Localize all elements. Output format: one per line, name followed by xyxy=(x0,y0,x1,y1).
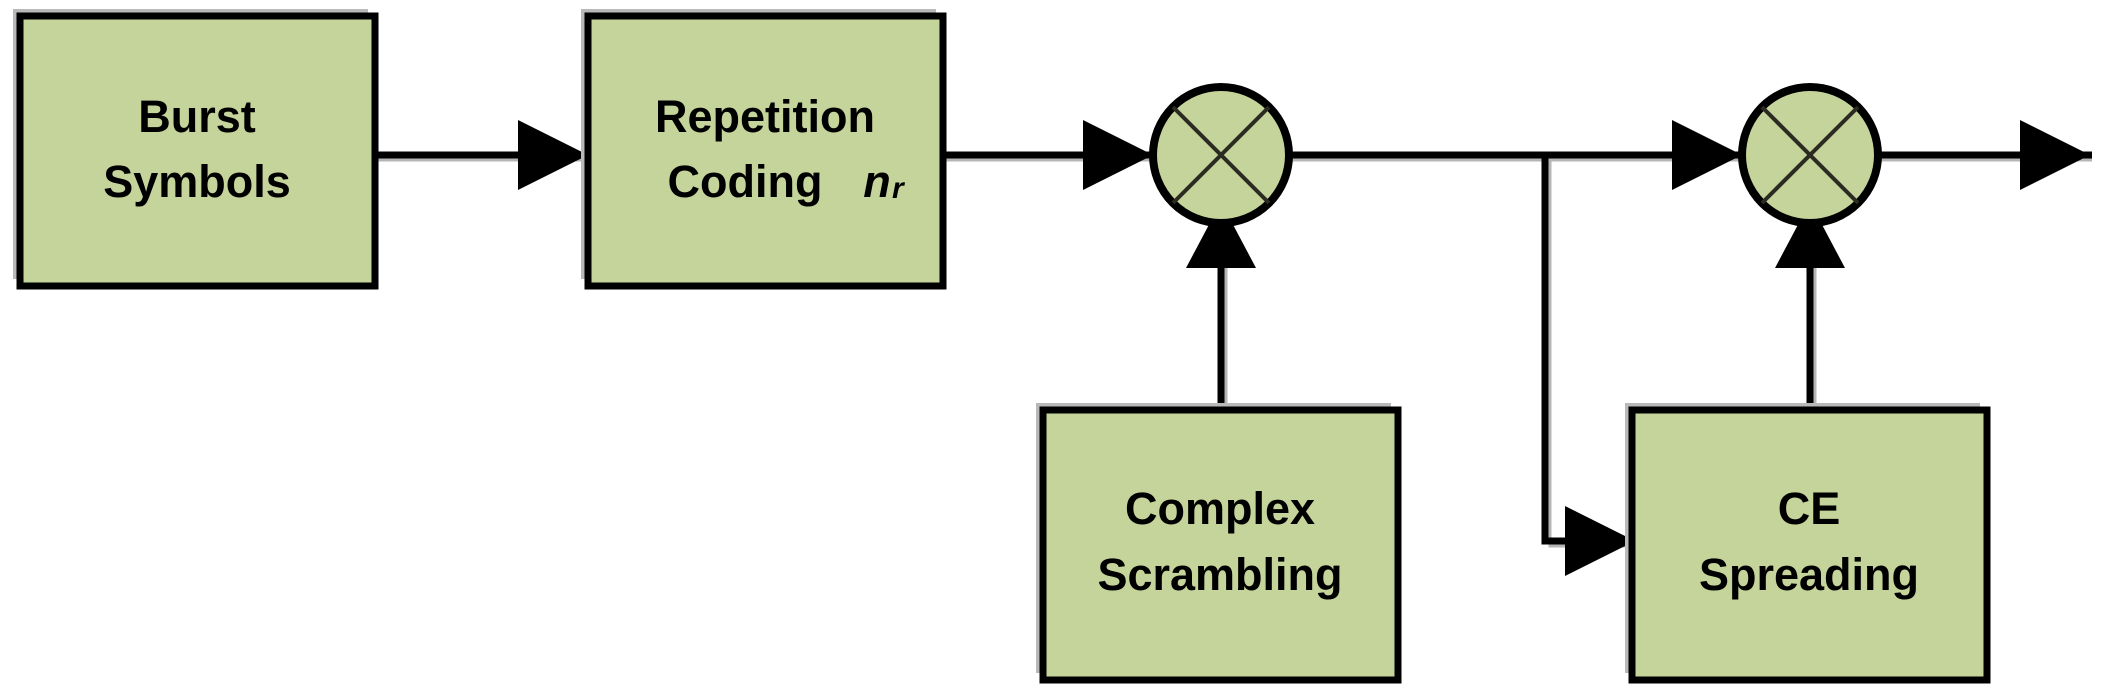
connector-scrambling-to-mixer1 xyxy=(1186,202,1256,412)
connector-mixer2-to-output xyxy=(1878,120,2092,190)
arrow-head-icon xyxy=(1186,202,1256,268)
connector-mixer1-to-mixer2 xyxy=(1289,120,1748,190)
arrow-head-icon xyxy=(1775,202,1845,268)
arrow-head-icon xyxy=(1672,120,1742,190)
multiply-cross-icon xyxy=(1171,105,1271,205)
block-ce-spreading-line1: CE xyxy=(1778,483,1841,534)
connector-burst-to-repetition xyxy=(375,120,592,190)
arrow-head-icon xyxy=(1083,120,1153,190)
block-repetition-coding-line2: Coding xyxy=(668,156,823,207)
mixer-spreading[interactable] xyxy=(1738,83,1882,227)
connector-ce-spreading-to-mixer1 xyxy=(1775,202,1845,412)
block-burst-symbols[interactable]: Burst Symbols xyxy=(13,9,379,290)
connector-branch-to-ce-spreading xyxy=(1541,155,1638,576)
block-repetition-coding-subscript: r xyxy=(892,172,906,205)
block-repetition-coding-rect[interactable] xyxy=(584,12,947,290)
block-complex-scrambling-line1: Complex xyxy=(1125,483,1315,534)
block-burst-symbols-line1: Burst xyxy=(138,91,256,142)
block-complex-scrambling[interactable]: Complex Scrambling xyxy=(1036,403,1402,684)
arrow-head-icon xyxy=(1565,506,1635,576)
block-burst-symbols-rect[interactable] xyxy=(16,12,379,290)
block-complex-scrambling-rect[interactable] xyxy=(1039,406,1402,684)
block-ce-spreading[interactable]: CE Spreading xyxy=(1625,403,1991,684)
arrow-head-icon xyxy=(2020,120,2090,190)
mixer-scrambling[interactable] xyxy=(1149,83,1293,227)
block-complex-scrambling-line2: Scrambling xyxy=(1097,549,1342,600)
connector-repetition-to-mixer1 xyxy=(943,120,1156,190)
block-ce-spreading-line2: Spreading xyxy=(1699,549,1919,600)
arrow-head-icon xyxy=(518,120,588,190)
block-ce-spreading-rect[interactable] xyxy=(1628,406,1991,684)
block-burst-symbols-line2: Symbols xyxy=(103,156,291,207)
block-repetition-coding[interactable]: Repetition Coding n r xyxy=(581,9,947,290)
block-repetition-coding-variable: n xyxy=(863,156,891,207)
block-repetition-coding-line1: Repetition xyxy=(655,91,875,142)
multiply-cross-icon xyxy=(1760,105,1860,205)
